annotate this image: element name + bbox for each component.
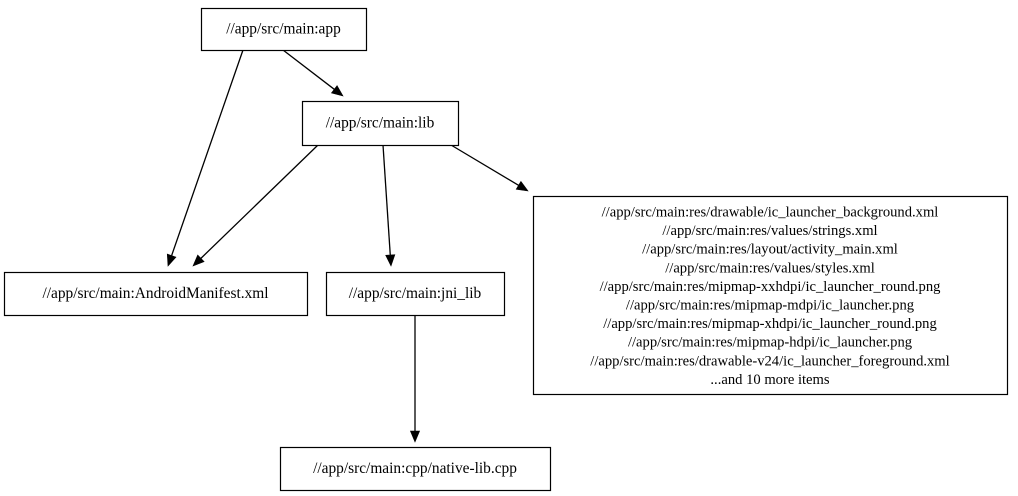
- node-label-line: ...and 10 more items: [710, 372, 829, 388]
- node-label: //app/src/main:lib: [326, 115, 435, 132]
- edge-lib-to-manifest: [192, 144, 319, 267]
- node-label-line: //app/src/main:res/mipmap-xxhdpi/ic_laun…: [600, 279, 942, 295]
- node-label-line: //app/src/main:res/values/styles.xml: [665, 260, 875, 276]
- arrowhead-icon: [385, 254, 396, 267]
- node-box[interactable]: [3, 271, 309, 317]
- arrowhead-icon: [192, 254, 205, 267]
- arrowhead-icon: [330, 85, 344, 97]
- edge-line: [282, 49, 335, 90]
- edge-app-to-lib: [282, 49, 344, 97]
- arrowhead-icon: [166, 253, 177, 267]
- node-resources[interactable]: //app/src/main:res/drawable/ic_launcher_…: [532, 195, 1009, 396]
- node-label-line: //app/src/main:res/values/strings.xml: [662, 223, 877, 239]
- node-box[interactable]: [200, 7, 368, 52]
- node-label-line: //app/src/main:res/mipmap-mdpi/ic_launch…: [626, 298, 915, 314]
- node-label: //app/src/main:jni_lib: [349, 285, 482, 302]
- edge-line: [200, 144, 319, 259]
- node-box[interactable]: [532, 195, 1009, 396]
- node-label-line: //app/src/main:res/mipmap-xhdpi/ic_launc…: [603, 316, 937, 332]
- node-app[interactable]: //app/src/main:app: [200, 7, 368, 52]
- edge-lib-to-resources: [450, 144, 529, 192]
- nodes-layer: //app/src/main:app //app/src/main:lib //ap…: [3, 7, 1009, 492]
- node-label-line: //app/src/main:res/drawable-v24/ic_launc…: [590, 353, 949, 369]
- node-label: //app/src/main:app: [226, 21, 341, 38]
- node-box[interactable]: [325, 271, 506, 317]
- node-box[interactable]: [279, 446, 552, 492]
- node-manifest[interactable]: //app/src/main:AndroidManifest.xml: [3, 271, 309, 317]
- node-native_lib[interactable]: //app/src/main:cpp/native-lib.cpp: [279, 446, 552, 492]
- edge-line: [382, 144, 391, 256]
- node-lib[interactable]: //app/src/main:lib: [301, 100, 460, 147]
- edge-jni-lib-to-native: [409, 315, 421, 443]
- node-box[interactable]: [301, 100, 460, 147]
- node-label-line: //app/src/main:res/layout/activity_main.…: [642, 242, 898, 258]
- node-label: //app/src/main:cpp/native-lib.cpp: [313, 460, 517, 477]
- node-label-line: //app/src/main:res/drawable/ic_launcher_…: [602, 205, 939, 221]
- node-label-line: //app/src/main:res/mipmap-hdpi/ic_launch…: [628, 335, 913, 351]
- node-jni_lib[interactable]: //app/src/main:jni_lib: [325, 271, 506, 317]
- arrowhead-icon: [515, 180, 529, 192]
- arrowhead-icon: [409, 430, 421, 443]
- edge-line: [170, 49, 244, 256]
- edge-line: [450, 144, 519, 186]
- node-label: //app/src/main:AndroidManifest.xml: [42, 285, 268, 302]
- edge-lib-to-jni-lib: [382, 144, 396, 267]
- edges-layer: [166, 49, 529, 443]
- edge-app-to-manifest: [166, 49, 244, 267]
